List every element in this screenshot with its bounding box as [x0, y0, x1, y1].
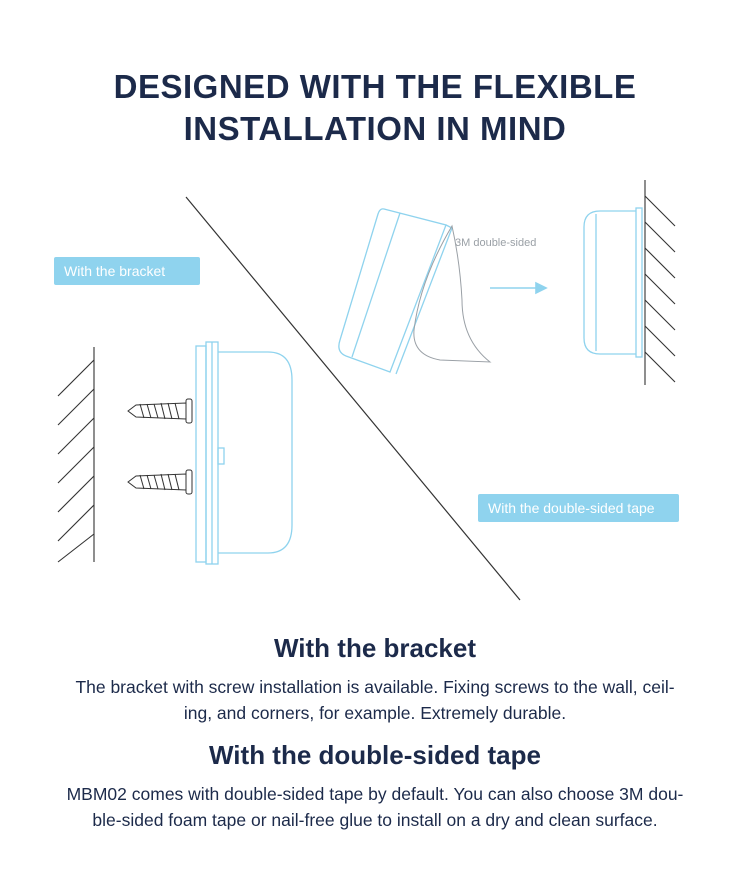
- section-body-line: The bracket with screw installation is a…: [75, 677, 675, 697]
- bracket-device: [195, 341, 293, 565]
- peeling-tape: [413, 224, 492, 363]
- diagonal-divider: [185, 196, 521, 601]
- page-headline: DESIGNED WITH THE FLEXIBLE INSTALLATION …: [0, 66, 750, 150]
- tape-label-tag: With the double-sided tape: [478, 494, 679, 522]
- section-body-bracket: The bracket with screw installation is a…: [14, 674, 736, 726]
- section-body-tape: MBM02 comes with double-sided tape by de…: [14, 781, 736, 833]
- section-title-bracket: With the bracket: [273, 633, 477, 663]
- right-wall: [644, 180, 676, 385]
- tape-device-tilted: [338, 208, 453, 375]
- headline-line-1: DESIGNED WITH THE FLEXIBLE: [113, 68, 637, 105]
- section-title-tape: With the double-sided tape: [209, 740, 541, 770]
- installation-illustration: [57, 180, 676, 601]
- tape-annotation: 3M double-sided: [455, 237, 537, 249]
- screw-icon: [127, 398, 193, 424]
- arrow-right-icon: [490, 281, 548, 295]
- screw-icon: [127, 469, 193, 495]
- section-body-line: MBM02 comes with double-sided tape by de…: [66, 784, 684, 804]
- tape-device-mounted: [583, 207, 643, 358]
- headline-line-2: INSTALLATION IN MIND: [183, 110, 567, 147]
- section-body-line: ble-sided foam tape or nail-free glue to…: [92, 810, 658, 830]
- section-body-line: ing, and corners, for example. Extremely…: [183, 703, 567, 723]
- left-wall: [57, 347, 95, 563]
- bracket-label-tag: With the bracket: [54, 257, 200, 285]
